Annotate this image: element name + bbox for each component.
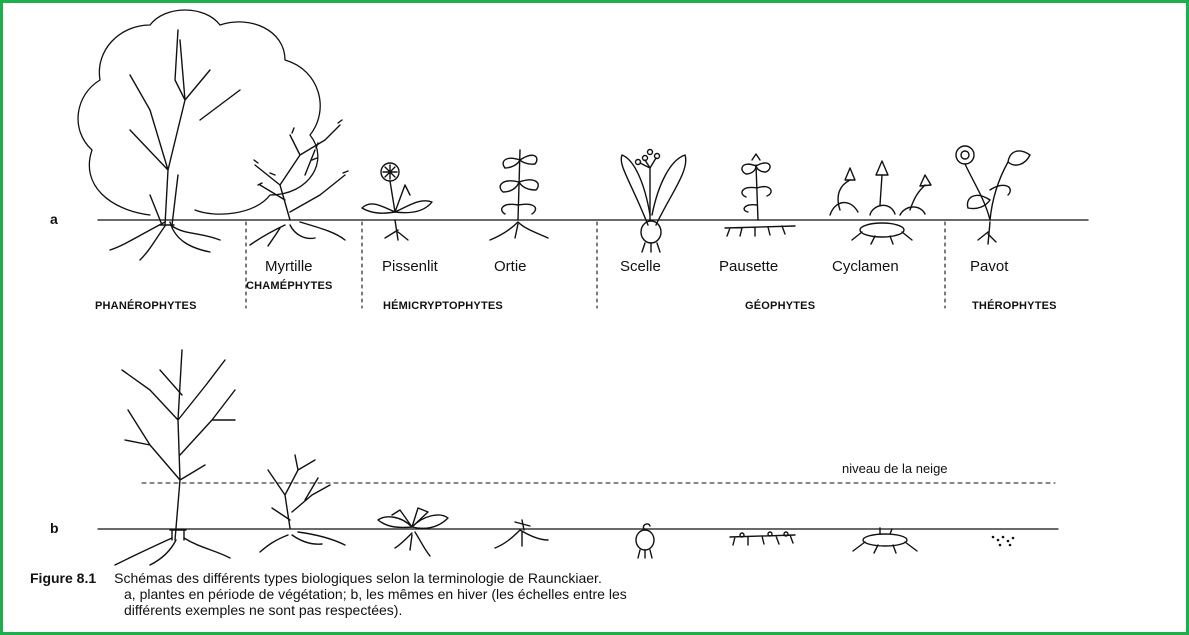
plant-label-scelle: Scelle	[620, 258, 661, 275]
caption-line-3: différents exemples ne sont pas respecté…	[30, 602, 1150, 618]
pavot-plant-a	[956, 146, 1030, 244]
phanerophyte-tree-a	[78, 10, 320, 260]
group-label-hemicryptophytes: HÉMICRYPTOPHYTES	[383, 300, 503, 312]
ortie-plant-a	[490, 150, 548, 240]
row-label-a: a	[50, 211, 58, 227]
cyclamen-plant-a	[830, 161, 931, 244]
pausette-plant-a	[725, 154, 795, 236]
plant-label-pissenlit: Pissenlit	[382, 258, 438, 275]
group-label-chamephytes: CHAMÉPHYTES	[246, 280, 333, 292]
pavot-seeds-b	[992, 536, 1015, 547]
pissenlit-plant-b	[378, 508, 448, 556]
plant-label-pausette: Pausette	[719, 258, 778, 275]
figure-number: Figure 8.1	[30, 570, 96, 586]
plant-label-cyclamen: Cyclamen	[832, 258, 899, 275]
plant-label-pavot: Pavot	[970, 258, 1008, 275]
group-label-geophytes: GÉOPHYTES	[745, 300, 815, 312]
plant-label-myrtille: Myrtille	[265, 258, 313, 275]
caption-line-1: Figure 8.1 Schémas des différents types b…	[30, 570, 1150, 586]
group-label-therophytes: THÉROPHYTES	[972, 300, 1057, 312]
caption-text-1: Schémas des différents types biologiques…	[114, 570, 602, 586]
pausette-plant-b	[730, 532, 795, 545]
cyclamen-plant-b	[853, 528, 917, 553]
group-label-phanerophytes: PHANÉROPHYTES	[95, 300, 197, 312]
myrtille-plant-b	[260, 455, 345, 552]
row-label-b: b	[50, 520, 59, 536]
phanerophyte-tree-b	[115, 350, 235, 565]
myrtille-plant-a	[250, 120, 348, 246]
scelle-plant-a	[621, 150, 686, 253]
ortie-plant-b	[495, 520, 548, 548]
pissenlit-plant-a	[362, 163, 432, 240]
figure-caption: Figure 8.1 Schémas des différents types b…	[30, 570, 1150, 618]
snow-level-label: niveau de la neige	[842, 461, 948, 476]
plant-label-ortie: Ortie	[494, 258, 527, 275]
caption-line-2: a, plantes en période de végétation; b, …	[30, 586, 1150, 602]
